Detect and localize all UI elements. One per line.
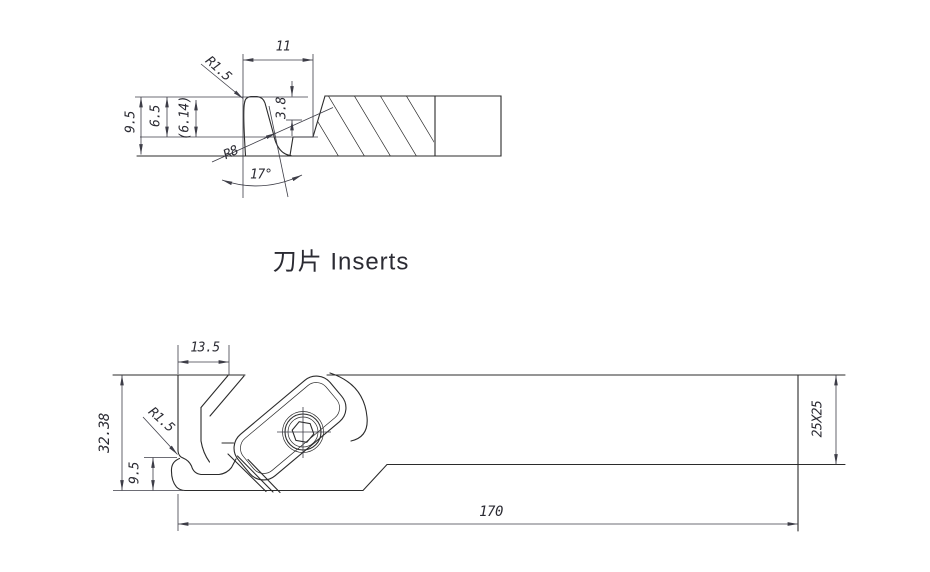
pocket-slot-line-outer [209, 375, 245, 417]
dim-label-insert-height-total: 9.5 [123, 111, 139, 133]
holder-tooth-trough [182, 457, 237, 476]
clamp-lever [233, 375, 347, 481]
holder-body-outline [112, 372, 846, 532]
insert-dimension-lines [135, 54, 334, 198]
dim-label-insert-height-ref: (6.14) [177, 96, 193, 140]
screw-hex-socket [291, 421, 315, 443]
holder-dimension-lines [113, 345, 838, 531]
dim-label-insert-relief-angle: 17° [250, 167, 272, 183]
dim-label-holder-tip-height: 9.5 [127, 462, 143, 484]
dim-label-holder-tip-offset: 13.5 [190, 340, 220, 356]
holder-bottom-edge [170, 457, 846, 492]
dim-label-insert-edge-depth: 3.8 [274, 97, 290, 119]
insert-wedge [227, 453, 281, 494]
dim-label-holder-height-total: 32.38 [97, 413, 113, 453]
pocket-corner-hook [329, 372, 368, 442]
insert-hatching [299, 96, 434, 156]
angle-arc-17 [221, 174, 303, 187]
insert-seat-notch [289, 95, 326, 157]
leader-holder-r1-5 [142, 416, 178, 455]
insert-body-outline [136, 95, 502, 157]
dim-label-insert-height-edge: 6.5 [148, 105, 164, 127]
holder-tip-radius [177, 450, 184, 459]
insert-cutting-edge-profile [243, 96, 292, 157]
leader-r1-5 [200, 63, 244, 99]
dim-label-insert-width: 11 [275, 39, 291, 55]
dim-label-holder-shank: 25X25 [810, 400, 826, 438]
pocket-slot-line-inner [200, 374, 229, 409]
section-caption: 刀片 Inserts [272, 248, 410, 276]
insert-bar-outline [136, 95, 502, 157]
dim-label-holder-length: 170 [479, 504, 503, 520]
